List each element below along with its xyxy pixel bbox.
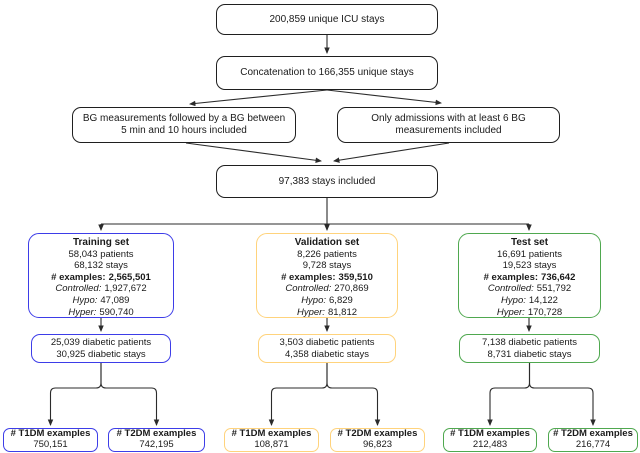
validation-diabetic-stays: 4,358 diabetic stays	[285, 348, 369, 360]
t2dm-value: 742,195	[139, 439, 174, 450]
training-t2dm-box: # T2DM examples 742,195	[108, 428, 205, 452]
t1dm-label: # T1DM examples	[10, 428, 91, 440]
t2dm-value: 96,823	[362, 439, 393, 450]
training-diabetic-stays: 30,925 diabetic stays	[56, 348, 146, 360]
t2dm-value: 216,774	[575, 439, 611, 450]
test-examples: # examples:736,642	[483, 271, 576, 283]
validation-t1dm-box: # T1DM examples 108,871	[224, 428, 319, 452]
validation-controlled: Controlled:270,869	[285, 283, 369, 295]
test-t1dm-box: # T1DM examples 212,483	[443, 428, 537, 452]
test-t2dm-box: # T2DM examples 216,774	[548, 428, 638, 452]
training-stays: 68,132 stays	[74, 260, 128, 272]
bg-measurements-filter-box: BG measurements followed by a BG between…	[72, 107, 296, 143]
training-set-box: Training set 58,043 patients 68,132 stay…	[28, 233, 174, 318]
test-controlled: Controlled:551,792	[487, 283, 572, 295]
t1dm-label: # T1DM examples	[450, 428, 530, 440]
t2dm-label: # T2DM examples	[553, 428, 633, 440]
validation-patients: 8,226 patients	[297, 248, 357, 260]
validation-t2dm-box: # T2DM examples 96,823	[330, 428, 425, 452]
validation-set-title: Validation set	[294, 237, 360, 248]
validation-hypo: Hypo:6,829	[301, 294, 353, 306]
training-examples: # examples:2,565,501	[51, 271, 151, 283]
test-patients: 16,691 patients	[497, 248, 562, 260]
test-hypo: Hypo:14,122	[501, 294, 558, 306]
bg-measurements-label: BG measurements followed by a BG between…	[82, 113, 286, 136]
test-set-box: Test set 16,691 patients 19,523 stays # …	[458, 233, 601, 318]
validation-examples: # examples:359,510	[281, 271, 373, 283]
t1dm-value: 108,871	[254, 439, 289, 450]
stays-included-box: 97,383 stays included	[216, 165, 438, 198]
test-diabetic-box: 7,138 diabetic patients 8,731 diabetic s…	[459, 334, 600, 363]
validation-set-box: Validation set 8,226 patients 9,728 stay…	[256, 233, 398, 318]
test-set-title: Test set	[510, 237, 549, 248]
test-diabetic-patients: 7,138 diabetic patients	[481, 336, 578, 348]
validation-diabetic-box: 3,503 diabetic patients 4,358 diabetic s…	[258, 334, 396, 363]
concatenation-label: Concatenation to 166,355 unique stays	[240, 67, 414, 78]
test-stays: 19,523 stays	[502, 260, 557, 272]
training-diabetic-patients: 25,039 diabetic patients	[50, 336, 152, 348]
test-hyper: Hyper:170,728	[496, 306, 563, 318]
training-hyper: Hyper:590,740	[68, 306, 134, 318]
training-hypo: Hypo:47,089	[72, 294, 130, 306]
validation-diabetic-patients: 3,503 diabetic patients	[279, 336, 375, 348]
concatenation-box: Concatenation to 166,355 unique stays	[216, 56, 438, 90]
validation-stays: 9,728 stays	[302, 260, 352, 272]
training-set-title: Training set	[72, 237, 130, 248]
t1dm-label: # T1DM examples	[231, 428, 312, 440]
icu-stays-label: 200,859 unique ICU stays	[269, 13, 385, 25]
stays-included-label: 97,383 stays included	[278, 175, 376, 187]
test-diabetic-stays: 8,731 diabetic stays	[487, 348, 572, 360]
training-controlled: Controlled:1,927,672	[55, 283, 147, 295]
training-t1dm-box: # T1DM examples 750,151	[3, 428, 98, 452]
validation-hyper: Hyper:81,812	[296, 306, 358, 318]
training-diabetic-box: 25,039 diabetic patients 30,925 diabetic…	[31, 334, 171, 363]
t1dm-value: 212,483	[472, 439, 508, 450]
t2dm-label: # T2DM examples	[116, 428, 197, 440]
t1dm-value: 750,151	[33, 439, 68, 450]
admissions-label: Only admissions with at least 6 BG measu…	[371, 113, 526, 136]
icu-stays-box: 200,859 unique ICU stays	[216, 4, 438, 35]
t2dm-label: # T2DM examples	[337, 428, 418, 440]
training-patients: 58,043 patients	[68, 248, 134, 260]
admissions-filter-box: Only admissions with at least 6 BG measu…	[337, 107, 560, 143]
